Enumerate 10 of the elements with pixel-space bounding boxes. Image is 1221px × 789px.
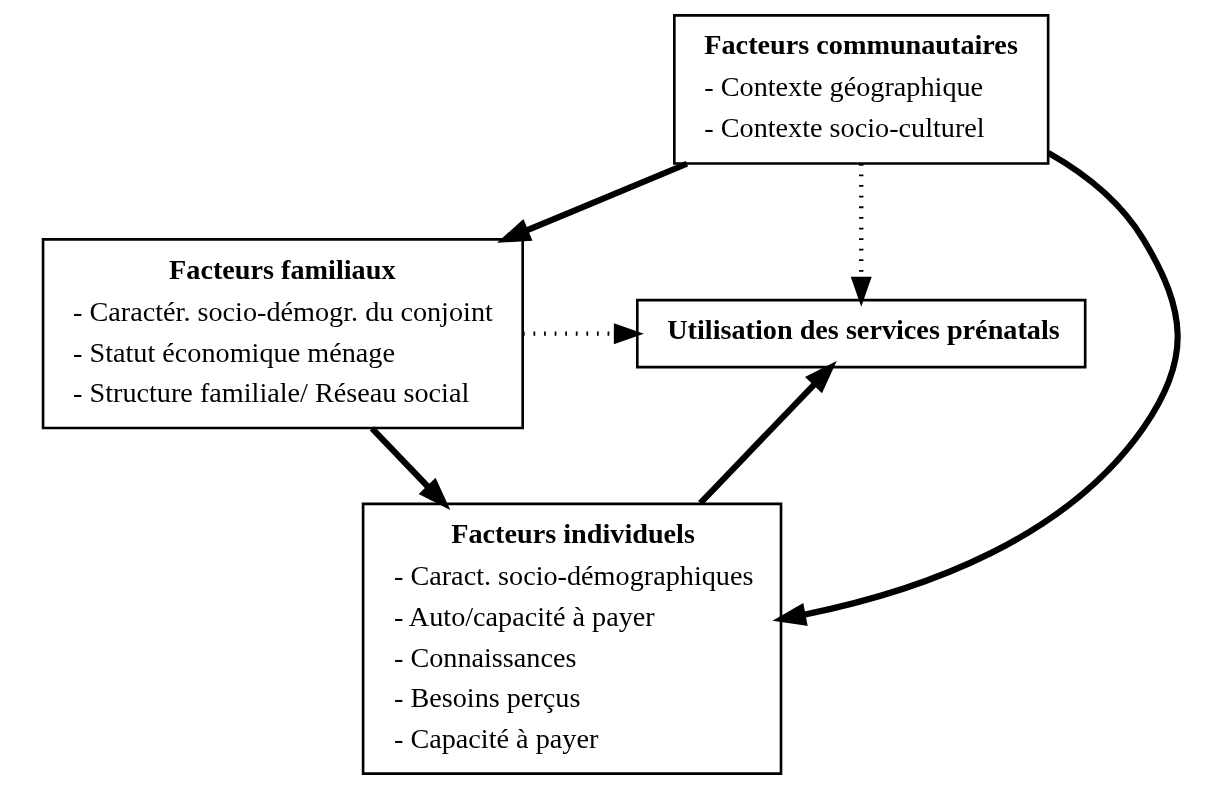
node-box: Facteurs familiaux - Caractér. socio-démogr. du conjoint - Statut économique ménage - Structure familiale/ Réseau social [41, 238, 524, 430]
arrow [698, 360, 837, 506]
arrow [850, 164, 872, 307]
node-box: Utilisation des services prénatals [635, 298, 1087, 369]
arrow [522, 323, 644, 345]
arrow [772, 150, 1181, 626]
arrow [369, 426, 451, 511]
node-box: Facteurs communautaires - Contexte géographique - Contexte socio-culturel [673, 14, 1050, 165]
node-box: Facteurs individuels - Caract. socio-démographiques - Auto/capacité à payer - Connaissances - Besoins perçus - Capacité à payer [361, 502, 783, 775]
arrow [497, 160, 689, 243]
